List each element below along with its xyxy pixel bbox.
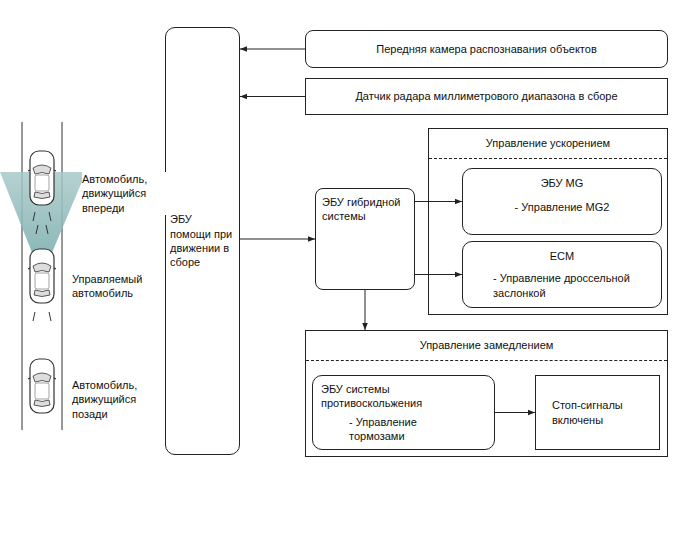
- node-text: ECM: [471, 249, 653, 263]
- sensor-box: Передняя камера распознавания объектов: [305, 30, 668, 68]
- car-own: [28, 249, 56, 303]
- car-rear: [28, 359, 56, 413]
- vehicle-label: Автомобиль, движущийся впереди: [82, 172, 172, 215]
- vehicle-label: Автомобиль, движущийся позади: [72, 378, 162, 421]
- ecu-box: ЭБУ помощи при движении в сборе: [165, 27, 240, 455]
- control-group: Управление ускорениемЭБУ MG - Управление …: [428, 128, 668, 315]
- car-front: [28, 151, 56, 205]
- node-text: ЭБУ системы противоскольжения: [321, 382, 451, 411]
- node-text: Передняя камера распознавания объектов: [314, 42, 659, 56]
- group-heading: Управление замедлением: [306, 331, 667, 361]
- output-box: Стоп-сигналы включены: [535, 375, 660, 450]
- signal-arrow: [240, 239, 315, 240]
- signal-arrow: [365, 290, 366, 330]
- node-text: - Управление MG2: [471, 200, 653, 214]
- node-text: - Управление дроссельной заслонкой: [493, 271, 653, 300]
- signal-arrow: [415, 274, 462, 275]
- sensor-box: Датчик радара миллиметрового диапазона в…: [305, 78, 668, 115]
- signal-arrow: [495, 412, 535, 413]
- node-text: ЭБУ MG: [471, 176, 653, 190]
- ecu-box: ЭБУ системы противоскольжения - Управлени…: [312, 375, 495, 450]
- group-heading: Управление ускорением: [429, 129, 667, 159]
- ecu-box: ECM - Управление дроссельной заслонкой: [462, 241, 662, 308]
- control-group: Управление замедлениемЭБУ системы против…: [305, 330, 668, 457]
- ecu-box: ЭБУ MG - Управление MG2: [462, 168, 662, 235]
- lane-line: [22, 122, 23, 430]
- node-text: Стоп-сигналы включены: [552, 398, 651, 427]
- signal-arrow: [240, 96, 305, 97]
- node-text: Датчик радара миллиметрового диапазона в…: [314, 89, 659, 103]
- tire-tracks: [33, 212, 51, 321]
- node-text: ЭБУ помощи при движении в сборе: [170, 212, 235, 269]
- signal-arrow: [240, 49, 305, 50]
- node-text: - Управление тормозами: [349, 415, 459, 444]
- ecu-box: ЭБУ гибридной системы: [315, 188, 415, 290]
- node-text: ЭБУ гибридной системы: [322, 195, 408, 224]
- lane-line: [62, 122, 63, 430]
- signal-arrow: [415, 201, 462, 202]
- vehicle-label: Управляемый автомобиль: [72, 272, 162, 301]
